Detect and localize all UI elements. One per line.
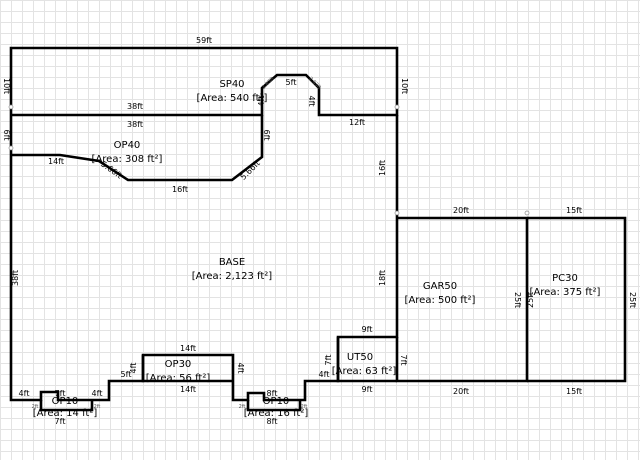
ut50-outline[interactable] bbox=[336, 337, 397, 383]
dimension-label: 59ft bbox=[196, 36, 212, 45]
op30-outline[interactable] bbox=[141, 355, 233, 383]
dimension-label: 10ft bbox=[400, 78, 409, 94]
dimension-label: 20ft bbox=[453, 206, 469, 215]
room-area-gar50: [Area: 500 ft²] bbox=[405, 295, 476, 306]
dimension-label: 16ft bbox=[172, 185, 188, 194]
room-area-ut50: [Area: 63 ft²] bbox=[332, 366, 397, 377]
dimension-label: 38ft bbox=[127, 120, 143, 129]
dimension-label: 12ft bbox=[349, 118, 365, 127]
sp40-outline[interactable] bbox=[9, 46, 399, 117]
dimension-label: 4ft bbox=[307, 96, 316, 107]
dimension-label: 14ft bbox=[48, 157, 64, 166]
room-name-op10: OP10 bbox=[263, 396, 290, 407]
node[interactable] bbox=[394, 104, 400, 110]
dimension-label: 4ft bbox=[257, 96, 266, 107]
dimension-label: 7ft bbox=[55, 417, 66, 426]
room-area-sp40: [Area: 540 ft²] bbox=[197, 93, 268, 104]
dimension-label: 25ft bbox=[628, 292, 637, 308]
dimension-label: 2.83ft bbox=[307, 76, 322, 91]
room-area-pc30: [Area: 375 ft²] bbox=[530, 287, 601, 298]
dimension-label: 2ft bbox=[239, 404, 246, 410]
dimension-label: 7ft bbox=[399, 355, 408, 366]
dimension-label: 15ft bbox=[566, 206, 582, 215]
node[interactable] bbox=[8, 104, 14, 110]
room-area-op10: [Area: 14 ft²] bbox=[33, 408, 98, 419]
node[interactable] bbox=[524, 210, 530, 216]
dimension-label: 10ft bbox=[2, 78, 11, 94]
dimension-label: 2.83ft bbox=[261, 76, 276, 91]
dimension-label: 9ft bbox=[362, 385, 373, 394]
dimension-label: 8ft bbox=[267, 389, 278, 398]
dimension-label: 7ft bbox=[324, 355, 333, 366]
dimension-label: 5ft bbox=[121, 370, 132, 379]
dimension-label: 6ft bbox=[2, 130, 11, 141]
dimension-label: 15ft bbox=[566, 387, 582, 396]
dimension-label: 38ft bbox=[11, 270, 20, 286]
room-name-base: BASE bbox=[219, 257, 245, 268]
dimension-label: 4ft bbox=[19, 389, 30, 398]
dimension-label: 9ft bbox=[362, 325, 373, 334]
room-area-op40: [Area: 308 ft²] bbox=[92, 154, 163, 165]
node[interactable] bbox=[394, 210, 400, 216]
dimension-label: 4ft bbox=[319, 370, 330, 379]
dimension-label: 8ft bbox=[267, 417, 278, 426]
room-name-sp40: SP40 bbox=[219, 79, 244, 90]
room-name-ut50: UT50 bbox=[347, 352, 373, 363]
room-name-pc30: PC30 bbox=[552, 273, 578, 284]
dimension-label: 14ft bbox=[180, 344, 196, 353]
dimension-label: 20ft bbox=[453, 387, 469, 396]
dimension-label: 4ft bbox=[92, 389, 103, 398]
porch-outline[interactable] bbox=[527, 216, 627, 383]
room-name-op10: OP10 bbox=[52, 396, 79, 407]
room-name-op30: OP30 bbox=[165, 359, 192, 370]
dimension-label: 2ft bbox=[32, 404, 39, 410]
dimension-label: 4ft bbox=[236, 363, 245, 374]
dimension-label: 18ft bbox=[378, 270, 387, 286]
room-area-op30: [Area: 56 ft²] bbox=[146, 373, 211, 384]
op40-outline[interactable] bbox=[11, 115, 264, 182]
dimension-label: 2ft bbox=[301, 404, 308, 410]
dimension-label: 4ft bbox=[129, 363, 138, 374]
dimension-label: 5ft bbox=[286, 78, 297, 87]
dimension-label: 5.66ft bbox=[239, 159, 262, 182]
op10a-outline[interactable] bbox=[39, 400, 94, 412]
dimension-label: 25ft bbox=[526, 292, 535, 308]
room-name-op40: OP40 bbox=[114, 140, 141, 151]
op10b-outline[interactable] bbox=[246, 400, 302, 412]
dimension-label: 7ft bbox=[55, 389, 66, 398]
room-area-base: [Area: 2,123 ft²] bbox=[192, 271, 273, 282]
dimension-label: 38ft bbox=[127, 102, 143, 111]
dimension-label: 16ft bbox=[378, 160, 387, 176]
room-name-gar50: GAR50 bbox=[423, 281, 457, 292]
dimension-label: 25ft bbox=[513, 292, 522, 308]
room-area-op10: [Area: 16 ft²] bbox=[244, 408, 309, 419]
dimension-label: 6ft bbox=[262, 130, 271, 141]
dimension-label: 2ft bbox=[94, 404, 101, 410]
node[interactable] bbox=[8, 145, 14, 151]
dimension-label: 14ft bbox=[180, 385, 196, 394]
